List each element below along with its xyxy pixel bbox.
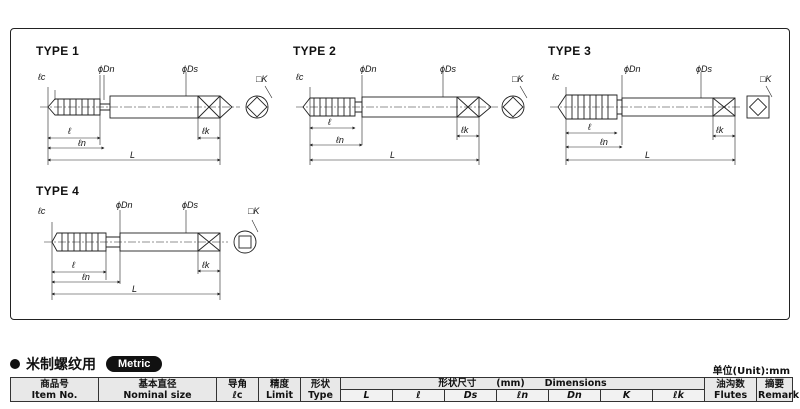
t2-lk-label: ℓk — [460, 125, 469, 135]
metric-badge: Metric — [106, 356, 163, 372]
t3-dn-label: ϕDn — [624, 64, 641, 74]
type-1-tap-drawing — [40, 72, 273, 165]
t2-lc-label: ℓc — [295, 72, 304, 82]
t4-k-label: □K — [248, 206, 260, 216]
t4-lc-label: ℓc — [37, 206, 46, 216]
col-L: L — [340, 389, 393, 402]
t1-ds-label: ϕDs — [182, 64, 199, 74]
type-4-label: TYPE 4 — [36, 184, 80, 198]
t1-L-label: L — [130, 150, 135, 160]
type-3-tap-drawing — [550, 72, 773, 165]
t3-lc-label: ℓc — [551, 72, 560, 82]
type-2-label: TYPE 2 — [293, 44, 337, 58]
t3-ln-label: ℓn — [599, 137, 608, 147]
t4-L-label: L — [132, 284, 137, 294]
t2-ds-label: ϕDs — [440, 64, 457, 74]
type-4-tap-drawing — [44, 210, 259, 300]
t3-ds-label: ϕDs — [696, 64, 713, 74]
t2-L-label: L — [390, 150, 395, 160]
col-ln: ℓn — [496, 389, 549, 402]
col-Ds: Ds — [444, 389, 497, 402]
t2-ln-label: ℓn — [335, 135, 344, 145]
t4-ln-label: ℓn — [81, 272, 90, 282]
t4-l-label: ℓ — [71, 260, 75, 270]
bullet-icon — [10, 359, 20, 369]
t4-lk-label: ℓk — [201, 260, 210, 270]
col-lk: ℓk — [651, 389, 706, 402]
section-title-cn: 米制螺纹用 — [26, 357, 96, 373]
unit-label: 单位(Unit):mm — [712, 366, 790, 377]
t1-l-label: ℓ — [67, 126, 71, 136]
tap-types-diagram-frame — [10, 28, 790, 320]
t2-dn-label: ϕDn — [360, 64, 377, 74]
type-2-tap-drawing — [296, 72, 528, 165]
col-dimensions: 形状尺寸 (mm) Dimensions — [339, 377, 706, 390]
t1-lk-label: ℓk — [201, 126, 210, 136]
col-K: K — [600, 389, 653, 402]
t4-ds-label: ϕDs — [182, 200, 199, 210]
t3-l-label: ℓ — [587, 122, 591, 132]
type-3-label: TYPE 3 — [548, 44, 592, 58]
t1-ln-label: ℓn — [77, 138, 86, 148]
table-subheader-row: L ℓ Ds ℓn Dn K ℓk — [11, 389, 793, 402]
type-1-label: TYPE 1 — [36, 44, 80, 58]
t4-dn-label: ϕDn — [116, 200, 133, 210]
col-Dn: Dn — [548, 389, 601, 402]
t3-k-label: □K — [760, 74, 772, 84]
t3-L-label: L — [645, 150, 650, 160]
t2-k-label: □K — [512, 74, 524, 84]
t2-l-label: ℓ — [327, 117, 331, 127]
section-title: 米制螺纹用 Metric — [10, 355, 163, 373]
col-l: ℓ — [392, 389, 445, 402]
t1-k-label: □K — [256, 74, 268, 84]
t1-dn-label: ϕDn — [98, 64, 115, 74]
t3-lk-label: ℓk — [715, 125, 724, 135]
t1-lc-label: ℓc — [37, 72, 46, 82]
